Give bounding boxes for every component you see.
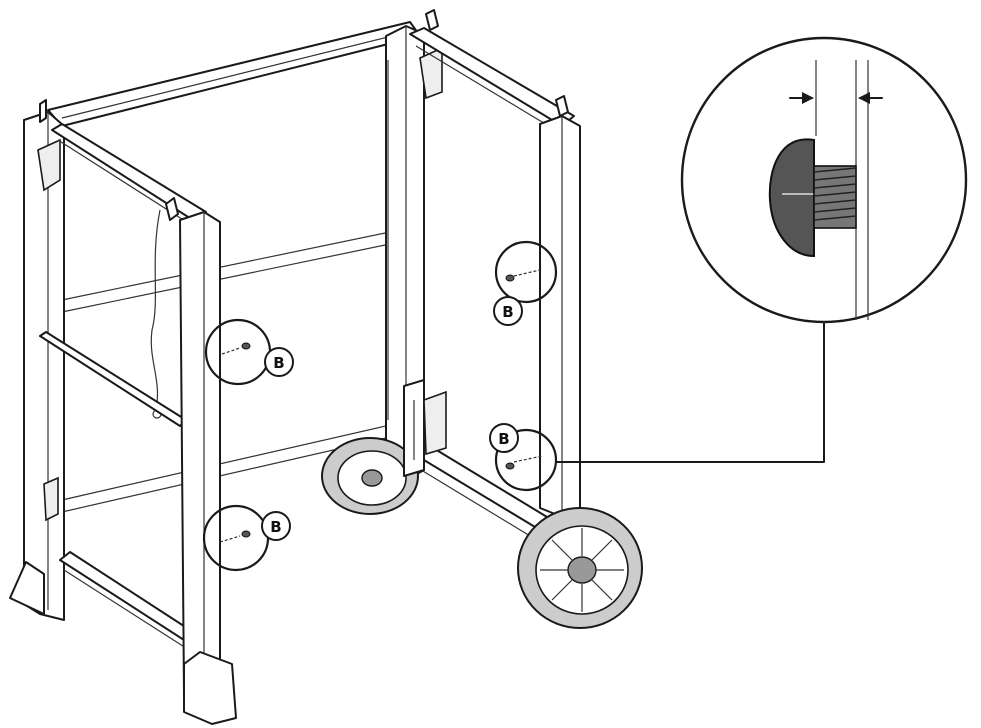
callout-lower-right: B xyxy=(489,423,558,492)
arrow-left-icon xyxy=(858,92,870,104)
screw-icon xyxy=(505,274,515,282)
screw-icon xyxy=(241,342,251,350)
screw-icon xyxy=(505,462,515,470)
left-rear-leg xyxy=(9,99,65,621)
callout-upper-right: B xyxy=(493,240,558,326)
axle-rail xyxy=(403,379,553,543)
arrow-right-icon xyxy=(802,92,814,104)
callout-label: B xyxy=(270,518,281,536)
callout-lower-left: B xyxy=(202,504,291,572)
front-wheel xyxy=(517,507,643,629)
right-front-upright xyxy=(539,115,581,517)
screw-head-icon xyxy=(768,138,815,258)
left-bottom-side-rail xyxy=(43,476,191,649)
rear-top-rail xyxy=(47,21,421,127)
detail-leader-line xyxy=(555,321,825,463)
right-top-side-rail xyxy=(409,9,575,135)
left-front-leg xyxy=(165,197,237,725)
callout-label: B xyxy=(498,430,509,448)
rear-wheel xyxy=(321,437,419,515)
callout-label: B xyxy=(273,354,284,372)
left-top-side-rail xyxy=(51,123,207,229)
callout-label: B xyxy=(502,303,513,321)
callout-upper-left: B xyxy=(204,318,294,386)
hanging-chain xyxy=(150,209,162,419)
detail-magnifier xyxy=(680,36,968,324)
screw-icon xyxy=(241,530,251,538)
